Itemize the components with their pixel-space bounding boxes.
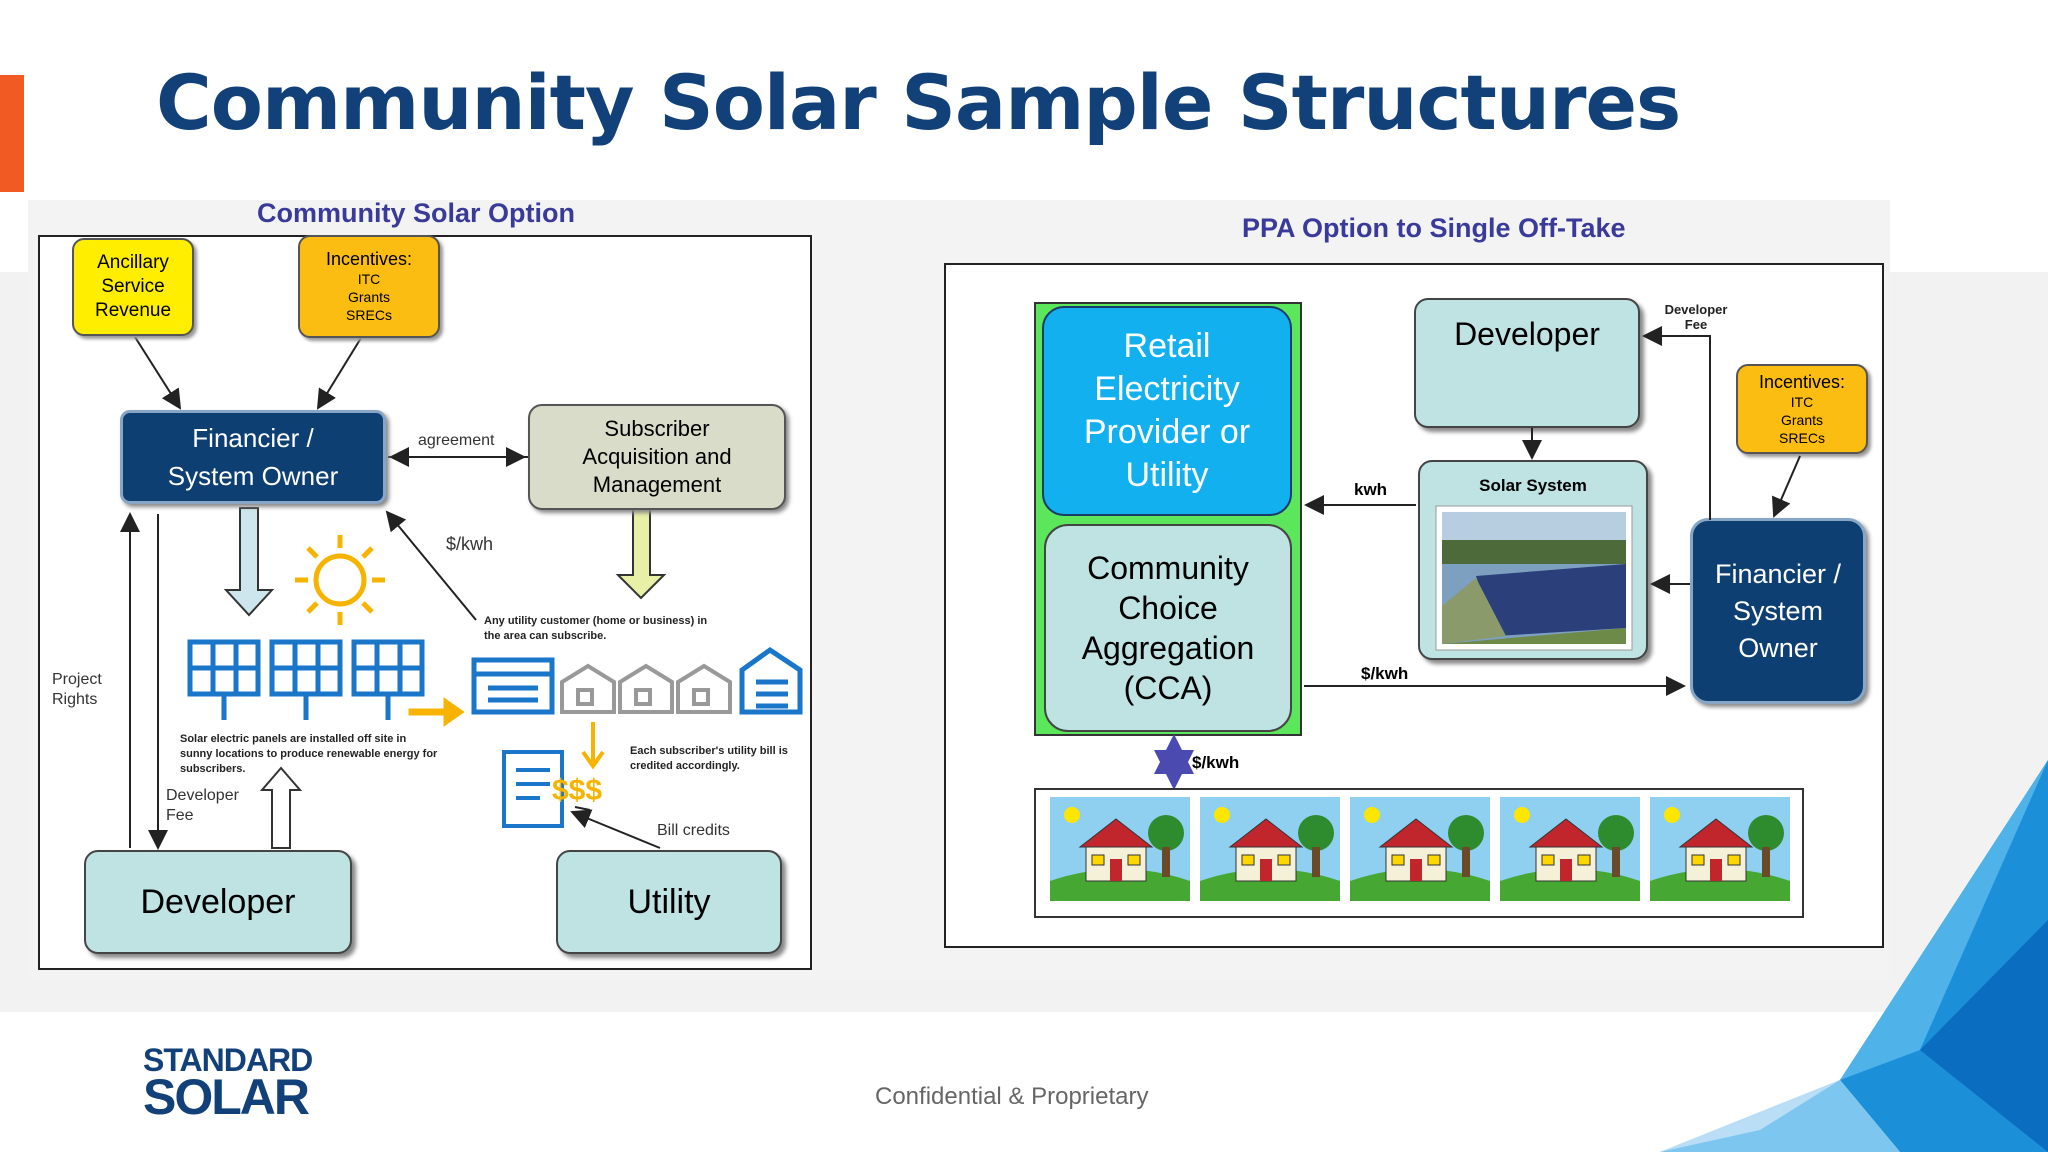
incentive-item: ITC [1790, 393, 1814, 410]
incentive-item: ITC [357, 271, 381, 287]
agreement-label: agreement [418, 432, 495, 449]
left-incentives-box: Incentives: ITC Grants SRECs [298, 235, 440, 338]
cca-per-kwh-label: $/kwh [1192, 753, 1240, 772]
developer-fee-label: Developer Fee [166, 787, 239, 824]
right-developer-fee-label: Developer Fee [1664, 302, 1728, 332]
right-per-kwh-label: $/kwh [1361, 664, 1409, 683]
left-panel-title: Community Solar Option [257, 198, 576, 228]
footer-confidential: Confidential & Proprietary [875, 1083, 1149, 1110]
developer-box: Developer [84, 850, 352, 954]
bill-credits-label: Bill credits [657, 822, 730, 839]
per-kwh-label: $/kwh [446, 534, 494, 554]
logo-standard-text: STANDARD [143, 1042, 313, 1078]
right-incentives-box: Incentives: ITC Grants SRECs [1736, 364, 1868, 454]
project-rights-label: Project Rights [52, 671, 102, 708]
right-panel-title: PPA Option to Single Off-Take [1242, 213, 1626, 243]
accent-bar [0, 75, 24, 192]
retail-provider-box: Retail Electricity Provider or Utility [1042, 306, 1292, 516]
panels-note: Solar electric panels are installed off … [180, 733, 438, 775]
slide-title: Community Solar Sample Structures [156, 58, 1681, 147]
incentives-title: Incentives: [1758, 371, 1846, 392]
incentive-item: SRECs [346, 307, 392, 323]
solar-system-label: Solar System [1479, 476, 1587, 495]
financier-box: Financier / System Owner [120, 410, 386, 504]
kwh-label: kwh [1354, 480, 1388, 499]
dollars-label: $$$ [552, 774, 603, 807]
incentive-item: Grants [1780, 411, 1823, 428]
cca-box: Community Choice Aggregation (CCA) [1044, 524, 1292, 732]
utility-box: Utility [556, 850, 782, 954]
right-financier-box: Financier / System Owner [1690, 518, 1866, 704]
credit-note: Each subscriber's utility bill is credit… [630, 745, 788, 772]
decorative-shards [1660, 760, 2048, 1152]
solar-farm-photo [1435, 505, 1633, 651]
subscriber-box: Subscriber Acquisition and Management [528, 404, 786, 510]
homes-illustration [1049, 796, 1791, 902]
right-developer-box: Developer [1414, 298, 1640, 428]
any-customer-note: Any utility customer (home or business) … [484, 615, 708, 642]
logo-solar-text: SOLAR [143, 1069, 310, 1125]
ancillary-service-box: Ancillary Service Revenue [72, 238, 194, 336]
incentives-title: Incentives: [325, 249, 413, 269]
incentive-item: Grants [347, 289, 390, 305]
incentive-item: SRECs [1779, 429, 1825, 446]
